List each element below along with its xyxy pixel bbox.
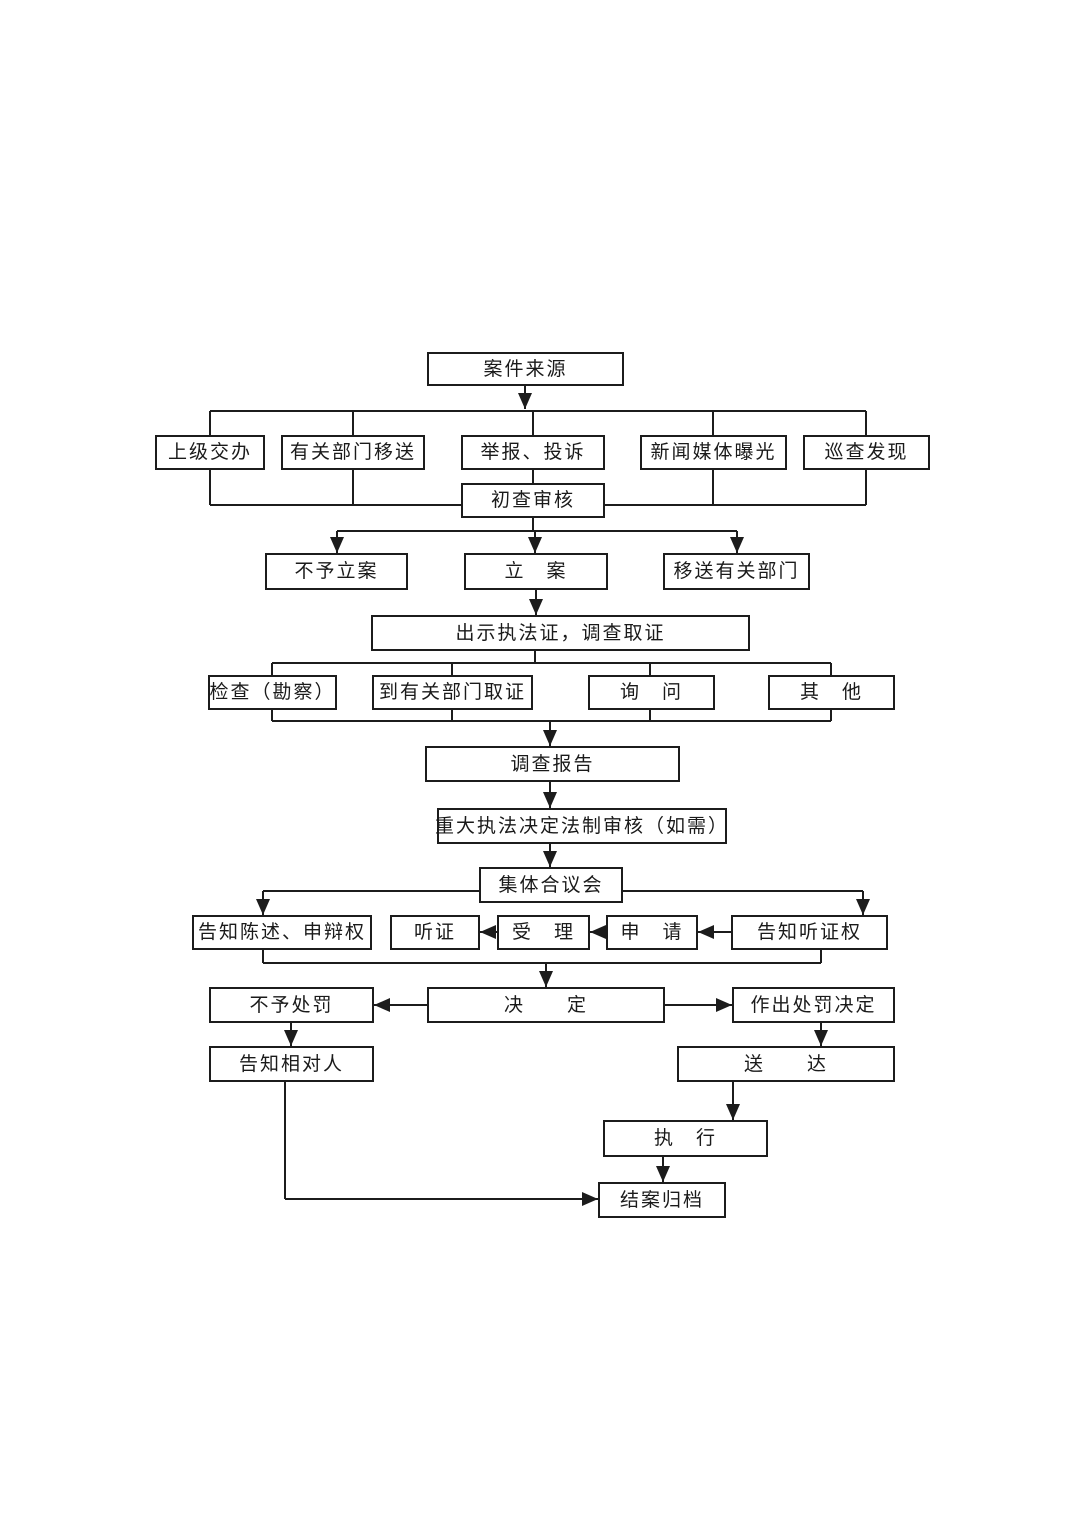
node-filing: 立 案 — [464, 553, 608, 590]
node-media-exposure: 新闻媒体曝光 — [640, 435, 787, 470]
node-collective-deliberation: 集体合议会 — [479, 867, 623, 903]
node-preliminary-review: 初查审核 — [461, 483, 605, 518]
node-inquiry: 询 问 — [588, 675, 715, 710]
node-inform-hearing-right: 告知听证权 — [731, 915, 888, 950]
node-make-penalty-decision: 作出处罚决定 — [732, 987, 895, 1023]
node-case-closure: 结案归档 — [598, 1182, 726, 1218]
node-inform-statement-defense-right: 告知陈述、申辩权 — [192, 915, 372, 950]
node-patrol-discovery: 巡查发现 — [803, 435, 930, 470]
node-inform-party: 告知相对人 — [209, 1046, 374, 1082]
node-case-source: 案件来源 — [427, 352, 624, 386]
node-department-transfer: 有关部门移送 — [281, 435, 425, 470]
node-no-penalty: 不予处罚 — [209, 987, 374, 1023]
node-application: 申 请 — [606, 915, 698, 950]
node-acceptance: 受 理 — [497, 915, 590, 950]
node-evidence-from-departments: 到有关部门取证 — [372, 675, 533, 710]
node-hearing: 听证 — [390, 915, 480, 950]
node-superior-assignment: 上级交办 — [155, 435, 265, 470]
node-other: 其 他 — [768, 675, 895, 710]
node-no-filing: 不予立案 — [265, 553, 408, 590]
node-execution: 执 行 — [603, 1120, 768, 1157]
node-investigation-report: 调查报告 — [425, 746, 680, 782]
node-transfer-to-departments: 移送有关部门 — [663, 553, 810, 590]
node-delivery: 送 达 — [677, 1046, 895, 1082]
node-inspection-survey: 检查（勘察） — [208, 675, 337, 710]
node-major-decision-legal-review: 重大执法决定法制审核（如需） — [435, 808, 727, 844]
node-decision: 决 定 — [427, 987, 665, 1023]
node-show-credentials-investigate: 出示执法证，调查取证 — [371, 615, 750, 651]
node-report-complaint: 举报、投诉 — [461, 435, 605, 470]
